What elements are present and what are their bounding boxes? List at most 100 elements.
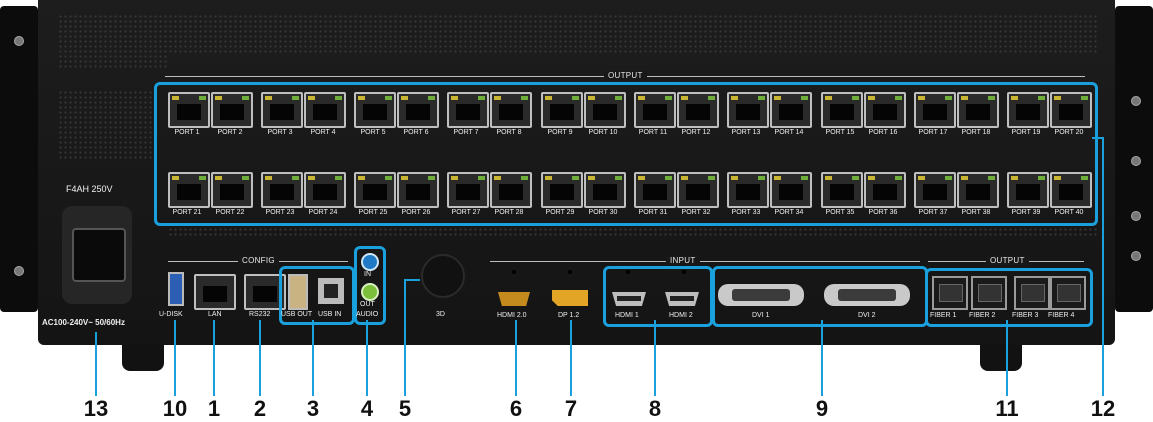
ethernet-output-port[interactable] (1050, 92, 1092, 128)
ethernet-output-port[interactable] (490, 92, 532, 128)
ethernet-output-port[interactable] (1007, 92, 1049, 128)
callout-number-9: 9 (815, 396, 829, 421)
ethernet-output-port[interactable] (541, 172, 583, 208)
port-label: PORT 28 (494, 209, 524, 216)
hdmi-2-0-port[interactable] (498, 292, 530, 306)
port-label: PORT 3 (267, 129, 293, 136)
ethernet-output-port[interactable] (770, 92, 812, 128)
dvi-2-label: DVI 2 (858, 312, 876, 319)
ethernet-output-port[interactable] (397, 172, 439, 208)
usb-out-port[interactable] (288, 274, 308, 310)
ethernet-output-port[interactable] (727, 172, 769, 208)
port-label: PORT 34 (774, 209, 804, 216)
ethernet-output-port[interactable] (677, 92, 719, 128)
ethernet-output-port[interactable] (447, 172, 489, 208)
audio-out-label: OUT (360, 301, 375, 308)
audio-out-jack[interactable] (361, 283, 379, 301)
ethernet-output-port[interactable] (261, 92, 303, 128)
fiber-label: FIBER 1 (930, 312, 957, 319)
callout-number-3: 3 (306, 396, 320, 421)
port-label: PORT 30 (588, 209, 618, 216)
hdmi-2-label: HDMI 2 (669, 312, 693, 319)
ethernet-output-port[interactable] (397, 92, 439, 128)
fiber-port[interactable] (1014, 276, 1050, 310)
fiber-label: FIBER 2 (969, 312, 996, 319)
leader-elbow-5 (404, 279, 420, 281)
ethernet-output-port[interactable] (770, 172, 812, 208)
dvi-1-port[interactable] (718, 284, 804, 306)
dvi-1-label: DVI 1 (752, 312, 770, 319)
callout-number-7: 7 (564, 396, 578, 421)
ethernet-output-port[interactable] (821, 92, 863, 128)
ethernet-output-port[interactable] (677, 172, 719, 208)
port-label: PORT 35 (825, 209, 855, 216)
leader-line-11 (1006, 320, 1008, 396)
ethernet-output-port[interactable] (261, 172, 303, 208)
port-label: PORT 25 (358, 209, 388, 216)
port-label: PORT 7 (453, 129, 479, 136)
port-label: PORT 33 (731, 209, 761, 216)
3d-sync-connector[interactable] (421, 254, 465, 298)
callout-number-4: 4 (360, 396, 374, 421)
power-label: AC100-240V~ 50/60Hz (42, 318, 125, 327)
ethernet-output-port[interactable] (168, 92, 210, 128)
ethernet-output-port[interactable] (584, 172, 626, 208)
port-label: PORT 40 (1054, 209, 1084, 216)
ethernet-output-port[interactable] (914, 172, 956, 208)
callout-number-13: 13 (83, 396, 109, 421)
ethernet-output-port[interactable] (490, 172, 532, 208)
ethernet-output-port[interactable] (1007, 172, 1049, 208)
iec-socket-icon (72, 228, 126, 282)
fiber-port[interactable] (932, 276, 968, 310)
ethernet-output-port[interactable] (914, 92, 956, 128)
indicator-led (512, 270, 516, 274)
hdmi-2-port[interactable] (665, 292, 699, 306)
ethernet-output-port[interactable] (727, 92, 769, 128)
ethernet-output-port[interactable] (634, 172, 676, 208)
rack-ear-right (1115, 6, 1153, 312)
screw-icon (14, 266, 24, 276)
ethernet-output-port[interactable] (864, 172, 906, 208)
port-label: PORT 8 (496, 129, 522, 136)
ethernet-output-port[interactable] (821, 172, 863, 208)
ethernet-output-port[interactable] (541, 92, 583, 128)
input-section-line (490, 261, 920, 262)
ethernet-output-port[interactable] (168, 172, 210, 208)
rs232-label: RS232 (249, 311, 271, 318)
power-inlet[interactable] (62, 206, 132, 304)
port-label: PORT 13 (731, 129, 761, 136)
vent-grille (168, 14, 1098, 54)
dp-1-2-port[interactable] (552, 290, 588, 306)
ethernet-output-port[interactable] (211, 172, 253, 208)
ethernet-output-port[interactable] (1050, 172, 1092, 208)
hdmi-1-label: HDMI 1 (615, 312, 639, 319)
audio-in-jack[interactable] (361, 253, 379, 271)
udisk-port[interactable] (168, 272, 184, 306)
port-label: PORT 32 (681, 209, 711, 216)
ethernet-output-port[interactable] (584, 92, 626, 128)
fiber-section-label: OUTPUT (986, 256, 1029, 265)
ethernet-output-port[interactable] (354, 172, 396, 208)
ethernet-output-port[interactable] (211, 92, 253, 128)
port-label: PORT 2 (217, 129, 243, 136)
port-label: PORT 38 (961, 209, 991, 216)
config-section-label: CONFIG (238, 256, 279, 265)
ethernet-output-port[interactable] (957, 172, 999, 208)
audio-in-label: IN (364, 271, 371, 278)
usb-in-port[interactable] (318, 278, 344, 304)
fiber-port[interactable] (1050, 276, 1086, 310)
ethernet-output-port[interactable] (957, 92, 999, 128)
lan-port[interactable] (194, 274, 236, 310)
hdmi-1-port[interactable] (612, 292, 646, 306)
dvi-2-port[interactable] (824, 284, 910, 306)
ethernet-output-port[interactable] (304, 92, 346, 128)
fiber-port[interactable] (971, 276, 1007, 310)
ethernet-output-port[interactable] (447, 92, 489, 128)
ethernet-output-port[interactable] (864, 92, 906, 128)
ethernet-output-port[interactable] (634, 92, 676, 128)
leader-line-9 (821, 320, 823, 396)
leader-line-1 (213, 320, 215, 396)
vent-grille (58, 90, 158, 160)
ethernet-output-port[interactable] (304, 172, 346, 208)
ethernet-output-port[interactable] (354, 92, 396, 128)
